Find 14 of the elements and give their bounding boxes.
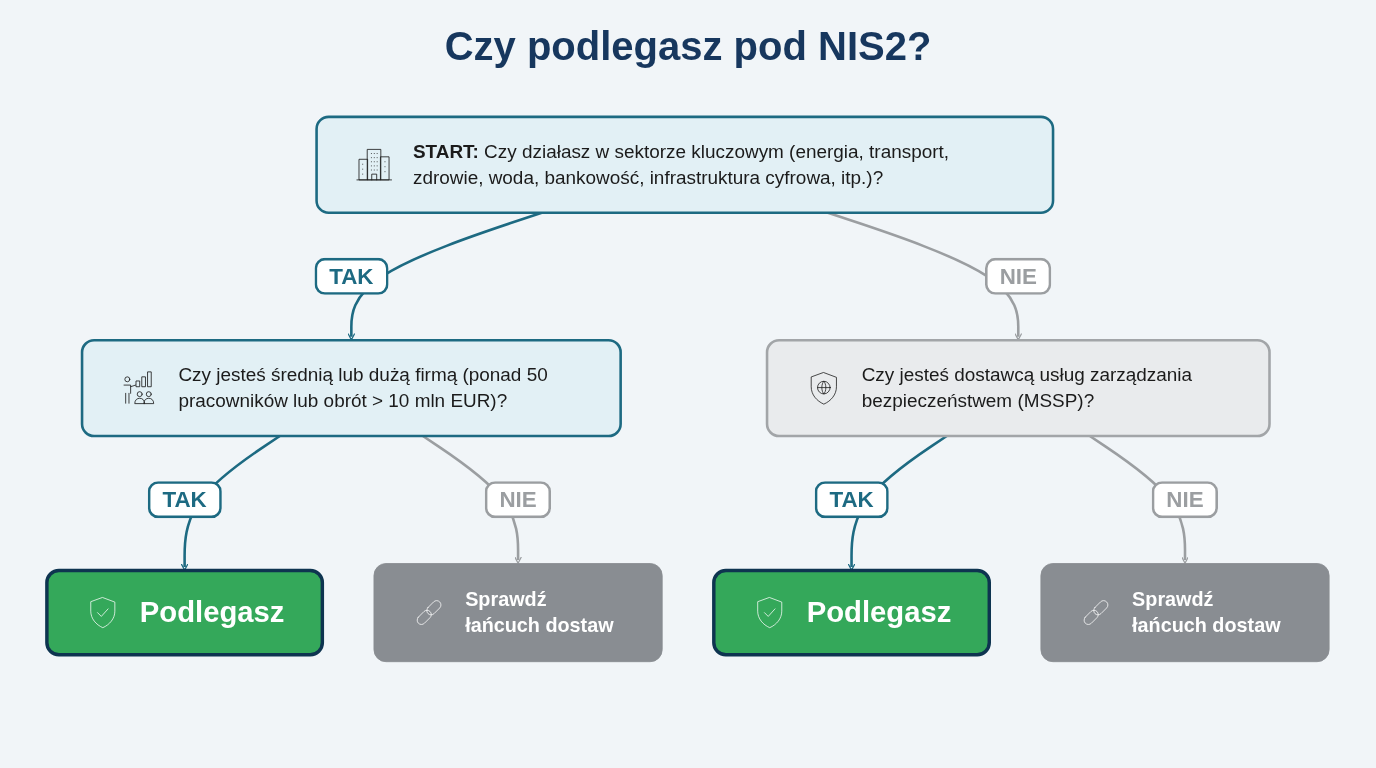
title: Czy podlegasz pod NIS2? xyxy=(443,24,933,69)
edge-label: TAK xyxy=(147,481,222,519)
node-box: Podlegasz xyxy=(712,568,991,657)
node-box: Sprawdź łańcuch dostaw xyxy=(1040,563,1330,663)
edge-label: TAK xyxy=(814,481,889,519)
node-box: Podlegasz xyxy=(45,568,325,657)
node-box: START: Czy działasz w sektorze kluczowym (energia, transport, zdrowie, woda, bankowość, infrastruktura cyfrowa, itp.)? xyxy=(315,115,1055,214)
edge-label: NIE xyxy=(985,257,1052,296)
node-box: Czy jesteś średnią lub dużą firmą (ponad 50 pracowników lub obrót > 10 mln EUR)? xyxy=(80,338,622,438)
node-box: Czy jesteś dostawcą usług zarządzania bezpieczeństwem (MSSP)? xyxy=(765,338,1271,438)
edge-label: NIE xyxy=(1151,481,1219,519)
edge-label: NIE xyxy=(484,481,552,519)
node-box: Sprawdź łańcuch dostaw xyxy=(373,563,663,663)
edge-label: TAK xyxy=(314,257,389,296)
